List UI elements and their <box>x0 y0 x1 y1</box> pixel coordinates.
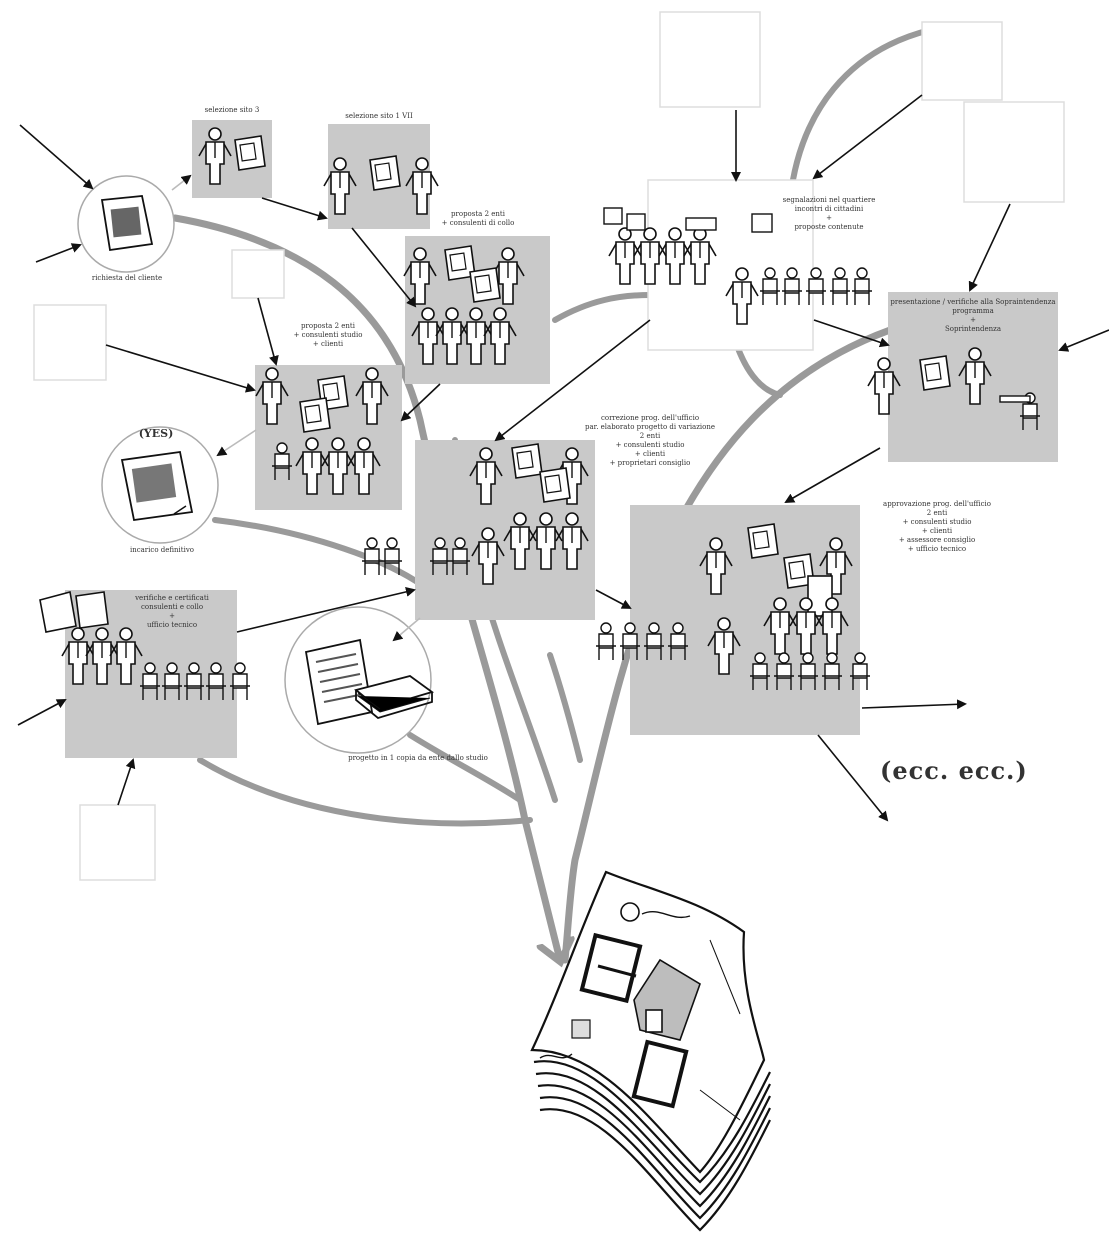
flow-arrows <box>17 94 1109 822</box>
arrow <box>813 319 890 348</box>
label-sovrintendenza: presentazione / verifiche alla Soprainte… <box>890 298 1056 333</box>
arrow <box>1058 329 1109 352</box>
label-selezione-sito-vii: selezione sito 1 VII <box>345 112 413 120</box>
branch-upper-right <box>787 27 933 203</box>
contract-icon <box>120 450 194 522</box>
branch-twig-2 <box>547 652 583 763</box>
placeholder-box <box>79 804 156 881</box>
arrow <box>117 758 136 806</box>
branch-top-center <box>552 292 653 323</box>
placeholder-box <box>231 249 285 299</box>
label-incarico: incarico definitivo <box>129 546 195 554</box>
final-project-document-stack <box>530 870 771 1232</box>
document-icon <box>100 195 154 252</box>
label-ecc: (ecc. ecc.) <box>880 756 1028 785</box>
arrow <box>171 174 192 191</box>
label-richiesta: richiesta del cliente <box>91 274 163 282</box>
arrow <box>257 297 279 366</box>
figures-sovrintendenza <box>867 347 1041 431</box>
arrow <box>968 203 1011 292</box>
label-verifiche: verifiche e certificati consulenti e col… <box>135 594 209 629</box>
arrow <box>861 699 967 710</box>
arrow <box>236 586 416 633</box>
project-papers-icon <box>304 638 435 726</box>
branch-paper <box>407 732 523 803</box>
arrow <box>494 319 651 442</box>
label-progetto-carta: progetto in 1 copia da ente dallo studio <box>348 754 488 762</box>
arrow <box>261 197 328 221</box>
arrow <box>595 589 632 609</box>
label-proposta-b: proposta 2 enti + consulenti studio + cl… <box>293 322 363 348</box>
panel-approvazione <box>630 505 860 735</box>
placeholder-box <box>659 11 761 108</box>
figures-verifiche <box>39 591 251 701</box>
branch-mid-left <box>212 517 443 603</box>
placeholder-box <box>963 101 1065 203</box>
arrow <box>19 124 94 190</box>
arrow <box>400 383 441 422</box>
label-yes: (YES) <box>138 427 174 440</box>
label-selezione-sito: selezione sito 3 <box>204 106 260 114</box>
arrow <box>392 617 421 642</box>
arrow <box>812 94 923 180</box>
arrow <box>17 699 67 726</box>
figures-approvazione <box>595 523 871 691</box>
arrow <box>784 447 881 503</box>
label-correzione: correzione prog. dell'ufficio par. elabo… <box>584 414 716 467</box>
arrow <box>216 429 257 457</box>
label-quartiere: segnalazioni nel quartiere incontri di c… <box>782 196 876 231</box>
branch-lower-left <box>197 757 533 827</box>
arrow <box>351 227 417 308</box>
arrow <box>35 243 82 263</box>
label-proposta-a: proposta 2 enti + consulenti di collo <box>441 210 515 227</box>
arrow <box>817 734 889 822</box>
figures-quartiere <box>603 207 873 325</box>
label-approvazione: approvazione prog. dell'ufficio 2 enti +… <box>883 500 991 553</box>
placeholder-box <box>33 304 107 381</box>
placeholder-box <box>921 21 1003 101</box>
arrow <box>105 344 256 393</box>
panels <box>65 120 1058 758</box>
